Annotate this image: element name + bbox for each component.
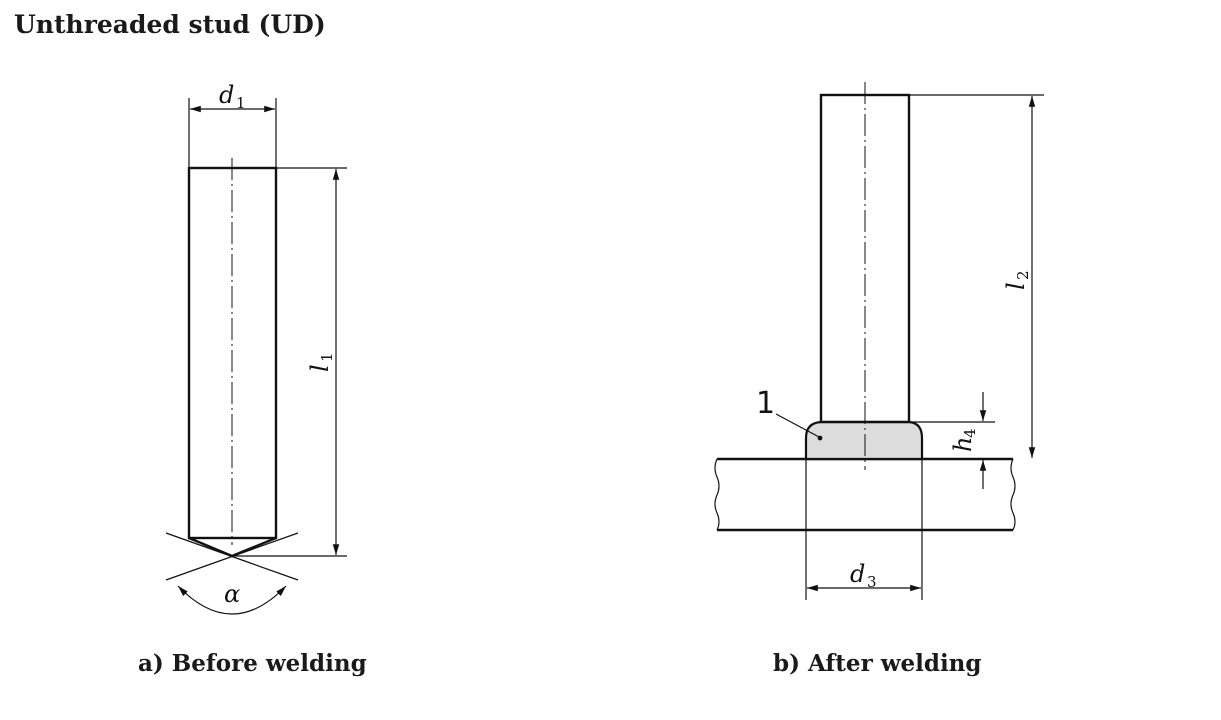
l1-label: l — [306, 364, 334, 372]
d3-label: d — [850, 560, 865, 588]
stud-tip — [188, 536, 277, 558]
l2-subscript: 2 — [1014, 270, 1032, 280]
d1-subscript: 1 — [236, 94, 246, 112]
d3-subscript: 3 — [867, 573, 877, 591]
caption-after-welding: b) After welding — [773, 650, 982, 677]
callout-1-dot — [817, 435, 823, 441]
alpha-label: α — [224, 580, 240, 608]
stud-before-welding: d 1 l 1 α — [165, 81, 347, 615]
l1-label-group: l 1 — [306, 352, 336, 372]
l2-label: l — [1002, 282, 1030, 290]
weld-collar — [804, 420, 924, 461]
alpha-extension-right — [165, 532, 299, 581]
stud-after-welding: 1 l 2 h 4 d 3 — [714, 82, 1044, 600]
plate-break-left — [714, 458, 720, 531]
plate-break-right — [1010, 458, 1016, 531]
l2-label-group: l 2 — [1002, 270, 1032, 290]
page-title: Unthreaded stud (UD) — [14, 10, 326, 39]
h4-label: h — [949, 437, 977, 452]
l1-subscript: 1 — [318, 352, 336, 362]
caption-before-welding: a) Before welding — [138, 650, 367, 677]
callout-1-label: 1 — [756, 386, 775, 421]
d1-label: d — [219, 81, 234, 109]
h4-subscript: 4 — [961, 428, 979, 438]
callout-1-leader — [775, 413, 820, 438]
alpha-arc — [177, 585, 287, 615]
h4-label-group: h 4 — [949, 428, 979, 452]
